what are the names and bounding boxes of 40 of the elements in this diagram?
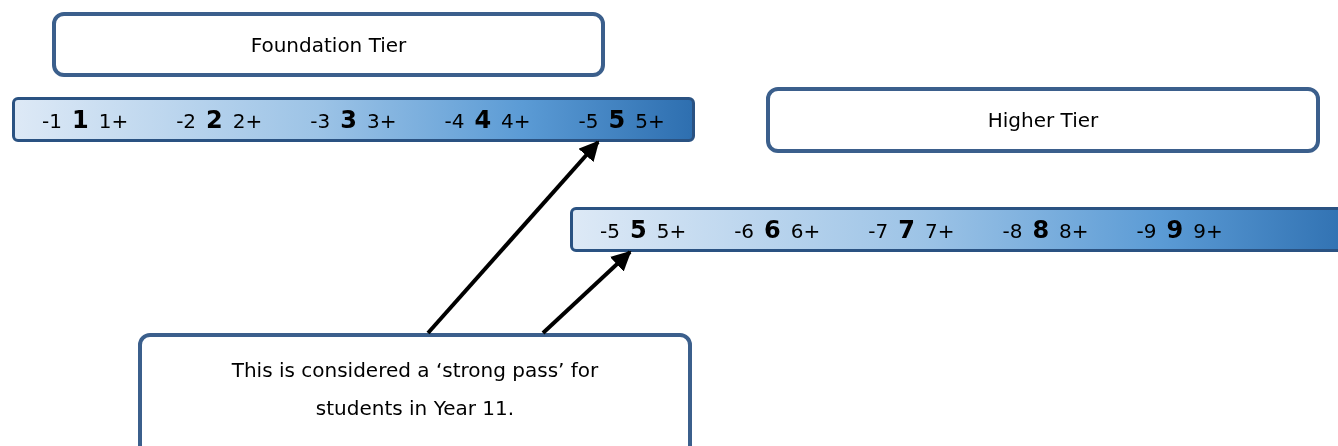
tier-title: Foundation Tier: [250, 31, 407, 59]
grade-label: 6: [764, 215, 781, 244]
grade-label: 5: [608, 105, 626, 134]
callout-text: This is considered a ‘strong pass’ for students in Year 11.: [230, 357, 600, 422]
grade-label: 7: [898, 215, 915, 244]
grade-label: 9+: [1193, 218, 1223, 243]
grade-label: -5: [600, 218, 620, 243]
grade-label: -7: [868, 218, 889, 243]
arrow: [541, 250, 632, 335]
grade-label: -4: [444, 108, 465, 133]
grade-label: -6: [734, 218, 755, 243]
grade-label: -8: [1002, 218, 1023, 243]
arrow: [426, 140, 600, 335]
grade-label: 4: [474, 105, 492, 134]
grade-label: 4+: [501, 108, 531, 133]
grade-scale-bar: [12, 97, 695, 142]
grade-label: 5+: [656, 218, 687, 243]
grade-label: -2: [176, 108, 197, 133]
grade-label: 2+: [232, 108, 263, 133]
grade-label: 3+: [366, 108, 397, 133]
grade-label: 6+: [790, 218, 821, 243]
text-box: [52, 12, 605, 77]
text-box: [138, 333, 692, 446]
grade-label: 5+: [635, 108, 665, 133]
grade-label: 5: [629, 215, 647, 244]
grade-label: 3: [340, 105, 357, 134]
grade-label: -1: [42, 108, 62, 133]
grade-label: 1+: [98, 108, 129, 133]
text-box: [766, 87, 1320, 153]
grade-label: -9: [1136, 218, 1157, 243]
grade-label: 9: [1166, 215, 1184, 244]
grade-label: -5: [578, 108, 599, 133]
grade-label: 8+: [1059, 218, 1089, 243]
tier-title: Higher Tier: [987, 107, 1099, 134]
grade-label: 8: [1032, 215, 1050, 244]
grade-label: -3: [310, 108, 331, 133]
grade-label: 7+: [924, 218, 955, 243]
grade-label: 1: [71, 105, 89, 134]
grade-scale-bar: [570, 207, 1338, 252]
grade-label: 2: [206, 105, 223, 134]
